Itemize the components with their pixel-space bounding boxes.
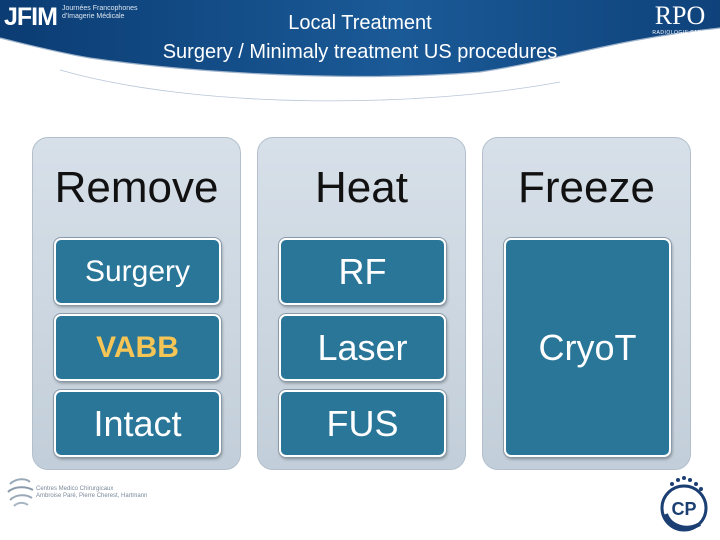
column-freeze: Freeze CryoT xyxy=(482,137,691,470)
cp-logo-mark: CP xyxy=(671,499,696,519)
column-title: Freeze xyxy=(518,163,655,212)
treatment-box-surgery: Surgery xyxy=(54,238,221,305)
treatment-box-laser: Laser xyxy=(279,314,446,381)
treatment-box-intact: Intact xyxy=(54,390,221,457)
jfim-logo: JFIM Journées Francophones d'Imagerie Mé… xyxy=(4,3,144,31)
rpo-logo-mark: RPO xyxy=(654,1,706,30)
jfim-logo-mark: JFIM xyxy=(4,3,58,31)
treatment-box-cryot: CryoT xyxy=(504,238,671,457)
rpo-logo-tagline: RADIOLOGIE PARIS OUEST xyxy=(652,30,708,42)
slide-header: JFIM Journées Francophones d'Imagerie Mé… xyxy=(0,0,720,110)
column-remove: Remove Surgery VABB Intact xyxy=(32,137,241,470)
cmc-logo-text: Centres Medico Chirurgicaux Ambroise Par… xyxy=(36,486,148,499)
cp-logo: CP xyxy=(656,474,712,534)
rpo-logo: RPO RADIOLOGIE PARIS OUEST xyxy=(648,1,712,43)
column-heat: Heat RF Laser FUS xyxy=(257,137,466,470)
slide-subtitle: Surgery / Minimaly treatment US procedur… xyxy=(162,41,558,63)
slide-title: Local Treatment xyxy=(288,12,432,34)
column-title: Remove xyxy=(54,163,219,212)
header-banner xyxy=(0,0,720,102)
cp-logo-emblem: CP xyxy=(660,476,708,532)
cmc-logo: Centres Medico Chirurgicaux Ambroise Par… xyxy=(6,476,156,512)
treatment-box-rf: RF xyxy=(279,238,446,305)
treatment-box-fus: FUS xyxy=(279,390,446,457)
cmc-logo-icon xyxy=(7,478,34,507)
treatment-box-vabb: VABB xyxy=(54,314,221,381)
jfim-logo-text: Journées Francophones d'Imagerie Médical… xyxy=(62,5,138,20)
column-title: Heat xyxy=(315,163,408,212)
